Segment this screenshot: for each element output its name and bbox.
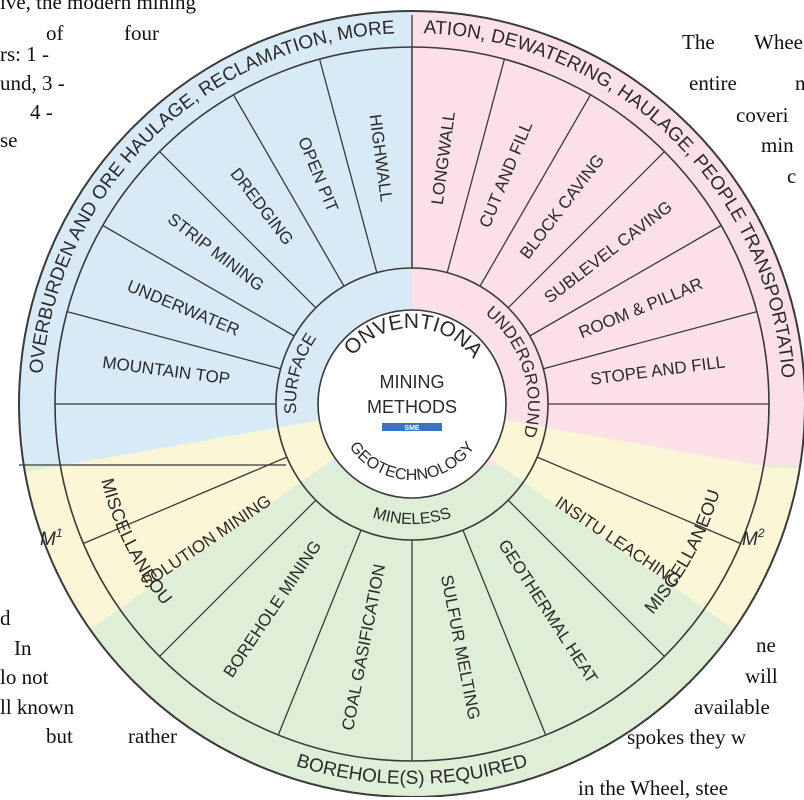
- text-fragment: will: [745, 664, 778, 688]
- text-fragment: rather: [128, 724, 177, 748]
- text-fragment: but: [46, 724, 73, 748]
- spoke-divider: [66, 310, 281, 370]
- wheel-lines: [18, 10, 804, 797]
- spoke-divider: [543, 310, 758, 370]
- text-fragment: of: [46, 21, 64, 45]
- misc-left-fill: [24, 404, 413, 630]
- text-fragment: rs: 1 -: [0, 42, 49, 66]
- spoke-divider: [462, 529, 547, 736]
- misc-right-fill: [412, 404, 800, 630]
- center-title-line1: MINING: [380, 372, 445, 392]
- spoke-divider: [529, 224, 722, 337]
- sme-logo: [382, 423, 442, 431]
- center-title-line2: METHODS: [367, 397, 457, 417]
- text-fragment: entire: [689, 71, 737, 95]
- text-fragment: und, 3 -: [0, 71, 65, 95]
- text-fragment: lo not: [0, 665, 49, 689]
- text-fragment: se: [0, 128, 18, 152]
- spoke-divider: [536, 456, 741, 545]
- text-fragment: n: [795, 71, 804, 95]
- text-fragment: ll known: [0, 695, 75, 719]
- spoke-divider: [277, 529, 362, 736]
- text-fragment: in the Wheel, stee: [578, 776, 729, 800]
- sme-logo-text: SME: [404, 425, 420, 432]
- wheel-center: MINING METHODS SME: [367, 372, 457, 432]
- spoke-divider: [102, 224, 295, 337]
- text-fragment: c: [787, 164, 797, 188]
- text-fragment: In: [14, 636, 32, 660]
- spoke-divider: [446, 58, 506, 273]
- text-fragment: The: [682, 30, 715, 54]
- text-fragment: ive, the modern mining: [0, 0, 196, 14]
- spoke-divider: [479, 94, 592, 287]
- ring-label-mineless: MINELESS: [371, 505, 453, 528]
- text-fragment: 4 -: [30, 100, 53, 124]
- text-fragment: d: [0, 606, 11, 630]
- spoke-divider: [507, 499, 665, 657]
- text-fragment: ne: [756, 633, 776, 657]
- spoke-divider: [83, 456, 288, 545]
- core-circle: [317, 309, 507, 499]
- spoke-divider: [318, 58, 378, 273]
- spoke-divider: [159, 151, 317, 309]
- text-fragment: spokes they w: [627, 725, 746, 749]
- spoke-divider: [232, 94, 345, 287]
- text-fragment: coveri: [736, 103, 789, 127]
- text-fragment: Whee: [754, 30, 803, 54]
- text-fragment: min: [761, 133, 794, 157]
- spoke-divider: [507, 151, 665, 309]
- outer-rim: [18, 10, 804, 797]
- text-fragment: four: [124, 21, 159, 45]
- text-fragment: available: [694, 695, 770, 719]
- spoke-divider: [159, 499, 317, 657]
